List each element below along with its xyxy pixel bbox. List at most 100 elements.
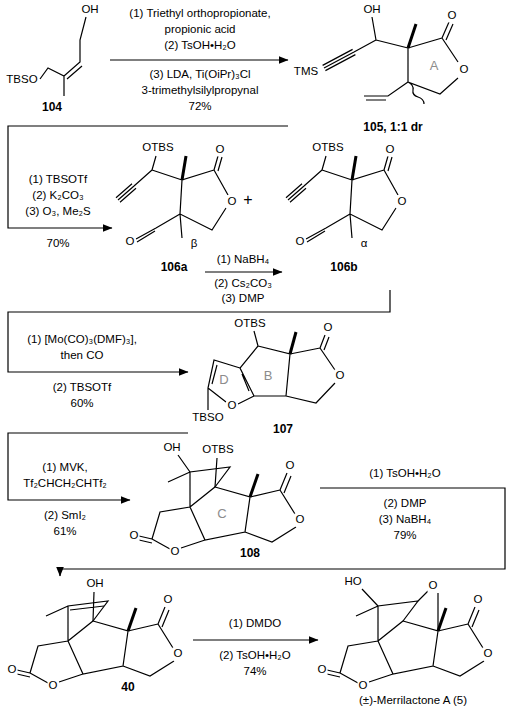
atom-label: O — [48, 679, 59, 692]
reagent-line: Tf₂CHCH₂CHTf₂ — [22, 477, 108, 490]
reaction-arrow — [60, 488, 505, 576]
atom-label: O — [295, 513, 306, 526]
compound-number: 108 — [239, 547, 261, 561]
compound-number: (±)-Merrilactone A (5) — [358, 694, 468, 707]
compound-number: 107 — [272, 423, 294, 437]
compound: 106aOTBSOOOβ — [112, 140, 205, 290]
reagent-line: propionic acid — [164, 23, 237, 36]
atom-label: O — [125, 235, 136, 248]
reagent-line: (3) O₃, Me₂S — [24, 205, 91, 218]
reagent-line: 3-trimethylsilylpropynal — [141, 84, 260, 97]
compound: 40 OH O O O O — [8, 576, 193, 704]
reagent-line: 60% — [69, 397, 94, 410]
atom-label: O — [385, 143, 396, 156]
ring-letter: D — [218, 373, 229, 388]
atom-label: β — [190, 237, 199, 250]
atom-label: O — [335, 369, 346, 382]
reagent-line: (2) SmI₂ — [43, 509, 87, 522]
reagent-line: (3) NaBH₄ — [378, 513, 433, 526]
reagent-line: (3) DMP — [221, 292, 266, 305]
compound: 107OTBSOOOTBSODB — [188, 318, 368, 446]
atom-label: O — [173, 647, 184, 660]
reaction-arrow — [8, 433, 188, 500]
atom-label: OH — [362, 3, 381, 16]
atom-label: O — [295, 235, 306, 248]
compound-106b-drawing — [286, 156, 398, 242]
compound-40-drawing — [17, 592, 174, 683]
atom-label: O — [285, 459, 296, 472]
compound: 106b OTBS O O Oα — [282, 140, 410, 290]
compound-number: 106a — [160, 261, 189, 275]
atom-label: O — [473, 593, 484, 606]
atom-label: O — [447, 9, 458, 22]
atom-label: O — [459, 63, 470, 76]
reagent-line: (1) [Mo(CO)₃(DMF)₃], — [26, 333, 138, 346]
reagent-line: (1) NaBH₄ — [216, 253, 271, 266]
reagent-line: 74% — [242, 665, 267, 678]
atom-label: TMS — [293, 65, 319, 78]
atom-label: O — [483, 647, 494, 660]
reagent-line: (1) Triethyl orthopropionate, — [128, 7, 271, 20]
compound: 104 OH TBSO — [0, 0, 110, 118]
atom-label: O — [428, 579, 439, 592]
atom-label: O — [227, 195, 238, 208]
compound-number: 106b — [329, 261, 358, 275]
compound-number: 104 — [41, 101, 63, 115]
atom-label: O — [227, 399, 238, 412]
ring-letter: B — [263, 369, 274, 384]
compound: (±)-Merrilactone A (5) HO O O O O O — [318, 576, 508, 712]
reaction-arrow — [193, 639, 318, 640]
compound-106a-drawing — [116, 156, 228, 242]
reagent-line: (2) TBSOTf — [52, 381, 113, 394]
atom-label: O — [317, 663, 328, 676]
atom-label: O — [129, 529, 140, 542]
atom-label: OH — [80, 3, 99, 16]
reagent-line: (2) TsOH•H₂O — [218, 649, 292, 662]
atom-label: HO — [343, 575, 362, 588]
compound-107-drawing — [208, 331, 335, 410]
atom-label: OH — [85, 577, 104, 590]
atom-label: O — [163, 593, 174, 606]
reagent-line: (1) TBSOTf — [28, 173, 89, 186]
atom-label: O — [323, 321, 334, 334]
ring-letter: C — [216, 507, 227, 522]
compound-number: 105, 1:1 dr — [362, 121, 423, 135]
atom-label: O — [7, 663, 18, 676]
atom-label: OTBS — [311, 141, 344, 154]
reagent-line: (1) TsOH•H₂O — [368, 467, 442, 480]
ring-letter: A — [429, 59, 440, 74]
compound: 108 OH OTBS O O O O C — [130, 442, 320, 566]
compound-number: 40 — [120, 681, 135, 695]
atom-label: TBSO — [5, 73, 38, 86]
atom-label: O — [215, 143, 226, 156]
atom-label: O — [397, 195, 408, 208]
reagent-line: 70% — [45, 237, 70, 250]
reagent-line: (2) K₂CO₃ — [31, 189, 84, 202]
reagent-line: 72% — [187, 100, 212, 113]
reaction-arrow — [205, 271, 282, 272]
reagent-line: (2) TsOH•H₂O — [163, 39, 237, 52]
compound-5-drawing — [327, 589, 484, 683]
reagent-line: (2) Cs₂CO₃ — [213, 277, 273, 290]
atom-label: OH — [162, 441, 181, 454]
reagent-line: (1) MVK, — [41, 461, 88, 474]
reagent-line: (3) LDA, Ti(OiPr)₃Cl — [148, 68, 251, 81]
reaction-arrow — [8, 290, 390, 372]
atom-label: O — [170, 545, 181, 558]
atom-label: OTBS — [201, 443, 234, 456]
compound-105-drawing — [323, 17, 458, 104]
reagent-line: 79% — [392, 529, 417, 542]
compound-104-drawing — [40, 17, 86, 96]
atom-label: O — [358, 679, 369, 692]
reagent-line: (1) DMDO — [228, 617, 282, 630]
reagent-line: then CO — [60, 349, 105, 362]
reaction-arrow — [8, 126, 288, 228]
atom-label: TBSO — [191, 411, 224, 424]
atom-label: OTBS — [233, 317, 266, 330]
reagent-line: 61% — [52, 525, 77, 538]
reaction-arrow — [110, 59, 288, 60]
atom-label: OTBS — [141, 141, 174, 154]
reagent-line: (2) DMP — [383, 497, 428, 510]
atom-label: α — [360, 237, 369, 250]
